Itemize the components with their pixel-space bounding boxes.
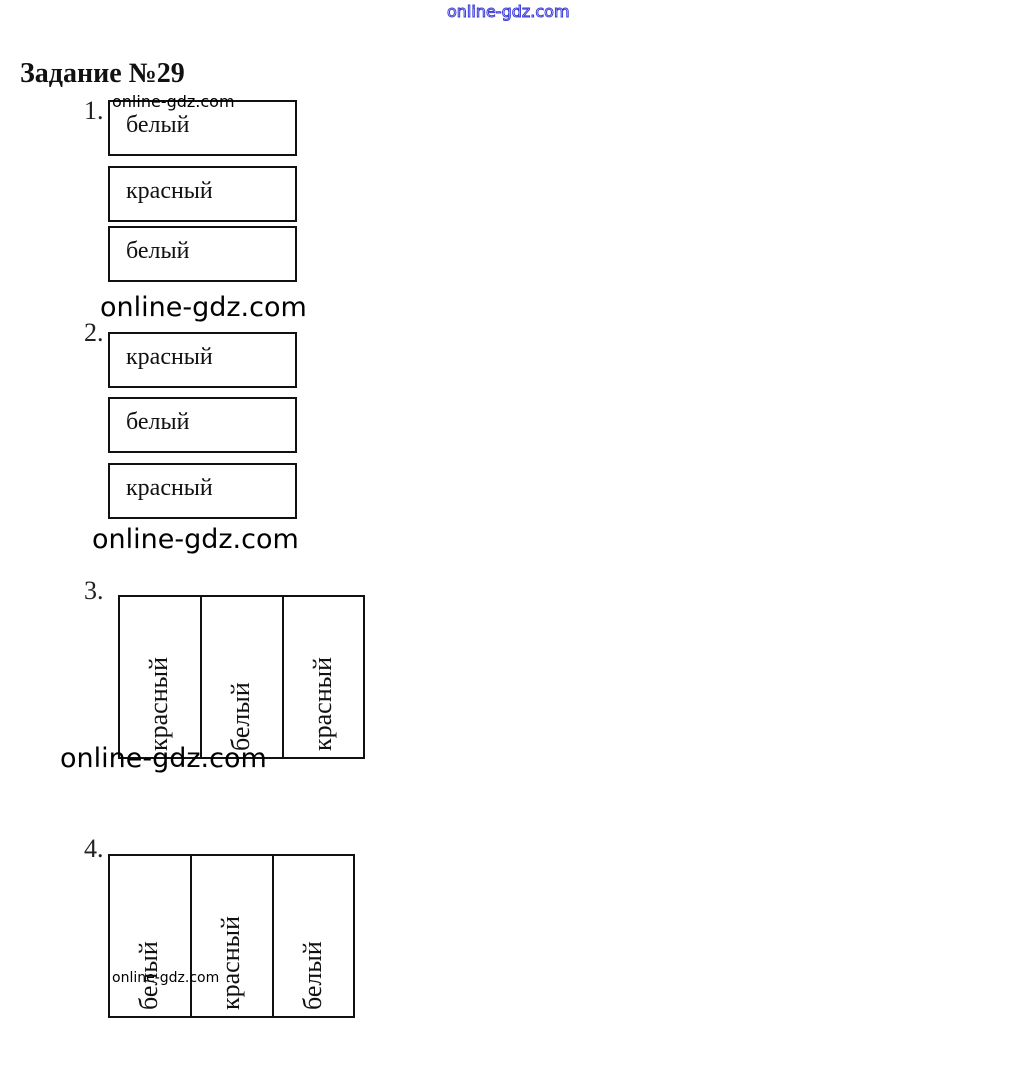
stripe-label: красный <box>126 475 213 501</box>
watermark: online-gdz.com <box>112 92 235 111</box>
stripe-label: белый <box>297 941 327 1010</box>
item-number-1: 1. <box>84 96 104 125</box>
item-number-3: 3. <box>84 576 104 605</box>
task-title: Задание №29 <box>20 58 185 89</box>
stripe-label: красный <box>126 344 213 370</box>
stripe-box: красный <box>120 597 202 757</box>
stripe-label: красный <box>126 178 213 204</box>
stripe-box: красный <box>192 856 274 1016</box>
stripe-label: белый <box>126 112 190 138</box>
watermark: online-gdz.com <box>60 743 267 774</box>
stripe-label: белый <box>126 409 190 435</box>
stripe-box: белый <box>110 856 192 1016</box>
item-number-4: 4. <box>84 834 104 863</box>
stripe-box: красный <box>108 166 297 222</box>
stripe-label: красный <box>307 656 337 751</box>
stripe-label: красный <box>144 656 173 751</box>
stripe-box: белый <box>108 226 297 282</box>
stripe-box: красный <box>108 463 297 519</box>
stripe-box: белый <box>274 856 353 1016</box>
watermark: online-gdz.com <box>112 970 220 986</box>
stripe-box: белый <box>202 597 284 757</box>
watermark: online-gdz.com <box>92 524 299 555</box>
vertical-flag: красный белый красный <box>118 595 365 759</box>
stripe-box: красный <box>284 597 363 757</box>
stripe-box: белый <box>108 397 297 453</box>
watermark-top: online-gdz.com <box>447 2 571 22</box>
stripe-label: красный <box>216 915 245 1010</box>
watermark: online-gdz.com <box>100 292 307 323</box>
stripe-box: красный <box>108 332 297 388</box>
item-number-2: 2. <box>84 318 104 347</box>
stripe-box: белый <box>108 100 297 156</box>
stripe-label: белый <box>226 682 255 751</box>
stripe-label: белый <box>126 238 190 264</box>
vertical-flag: белый красный белый <box>108 854 355 1018</box>
